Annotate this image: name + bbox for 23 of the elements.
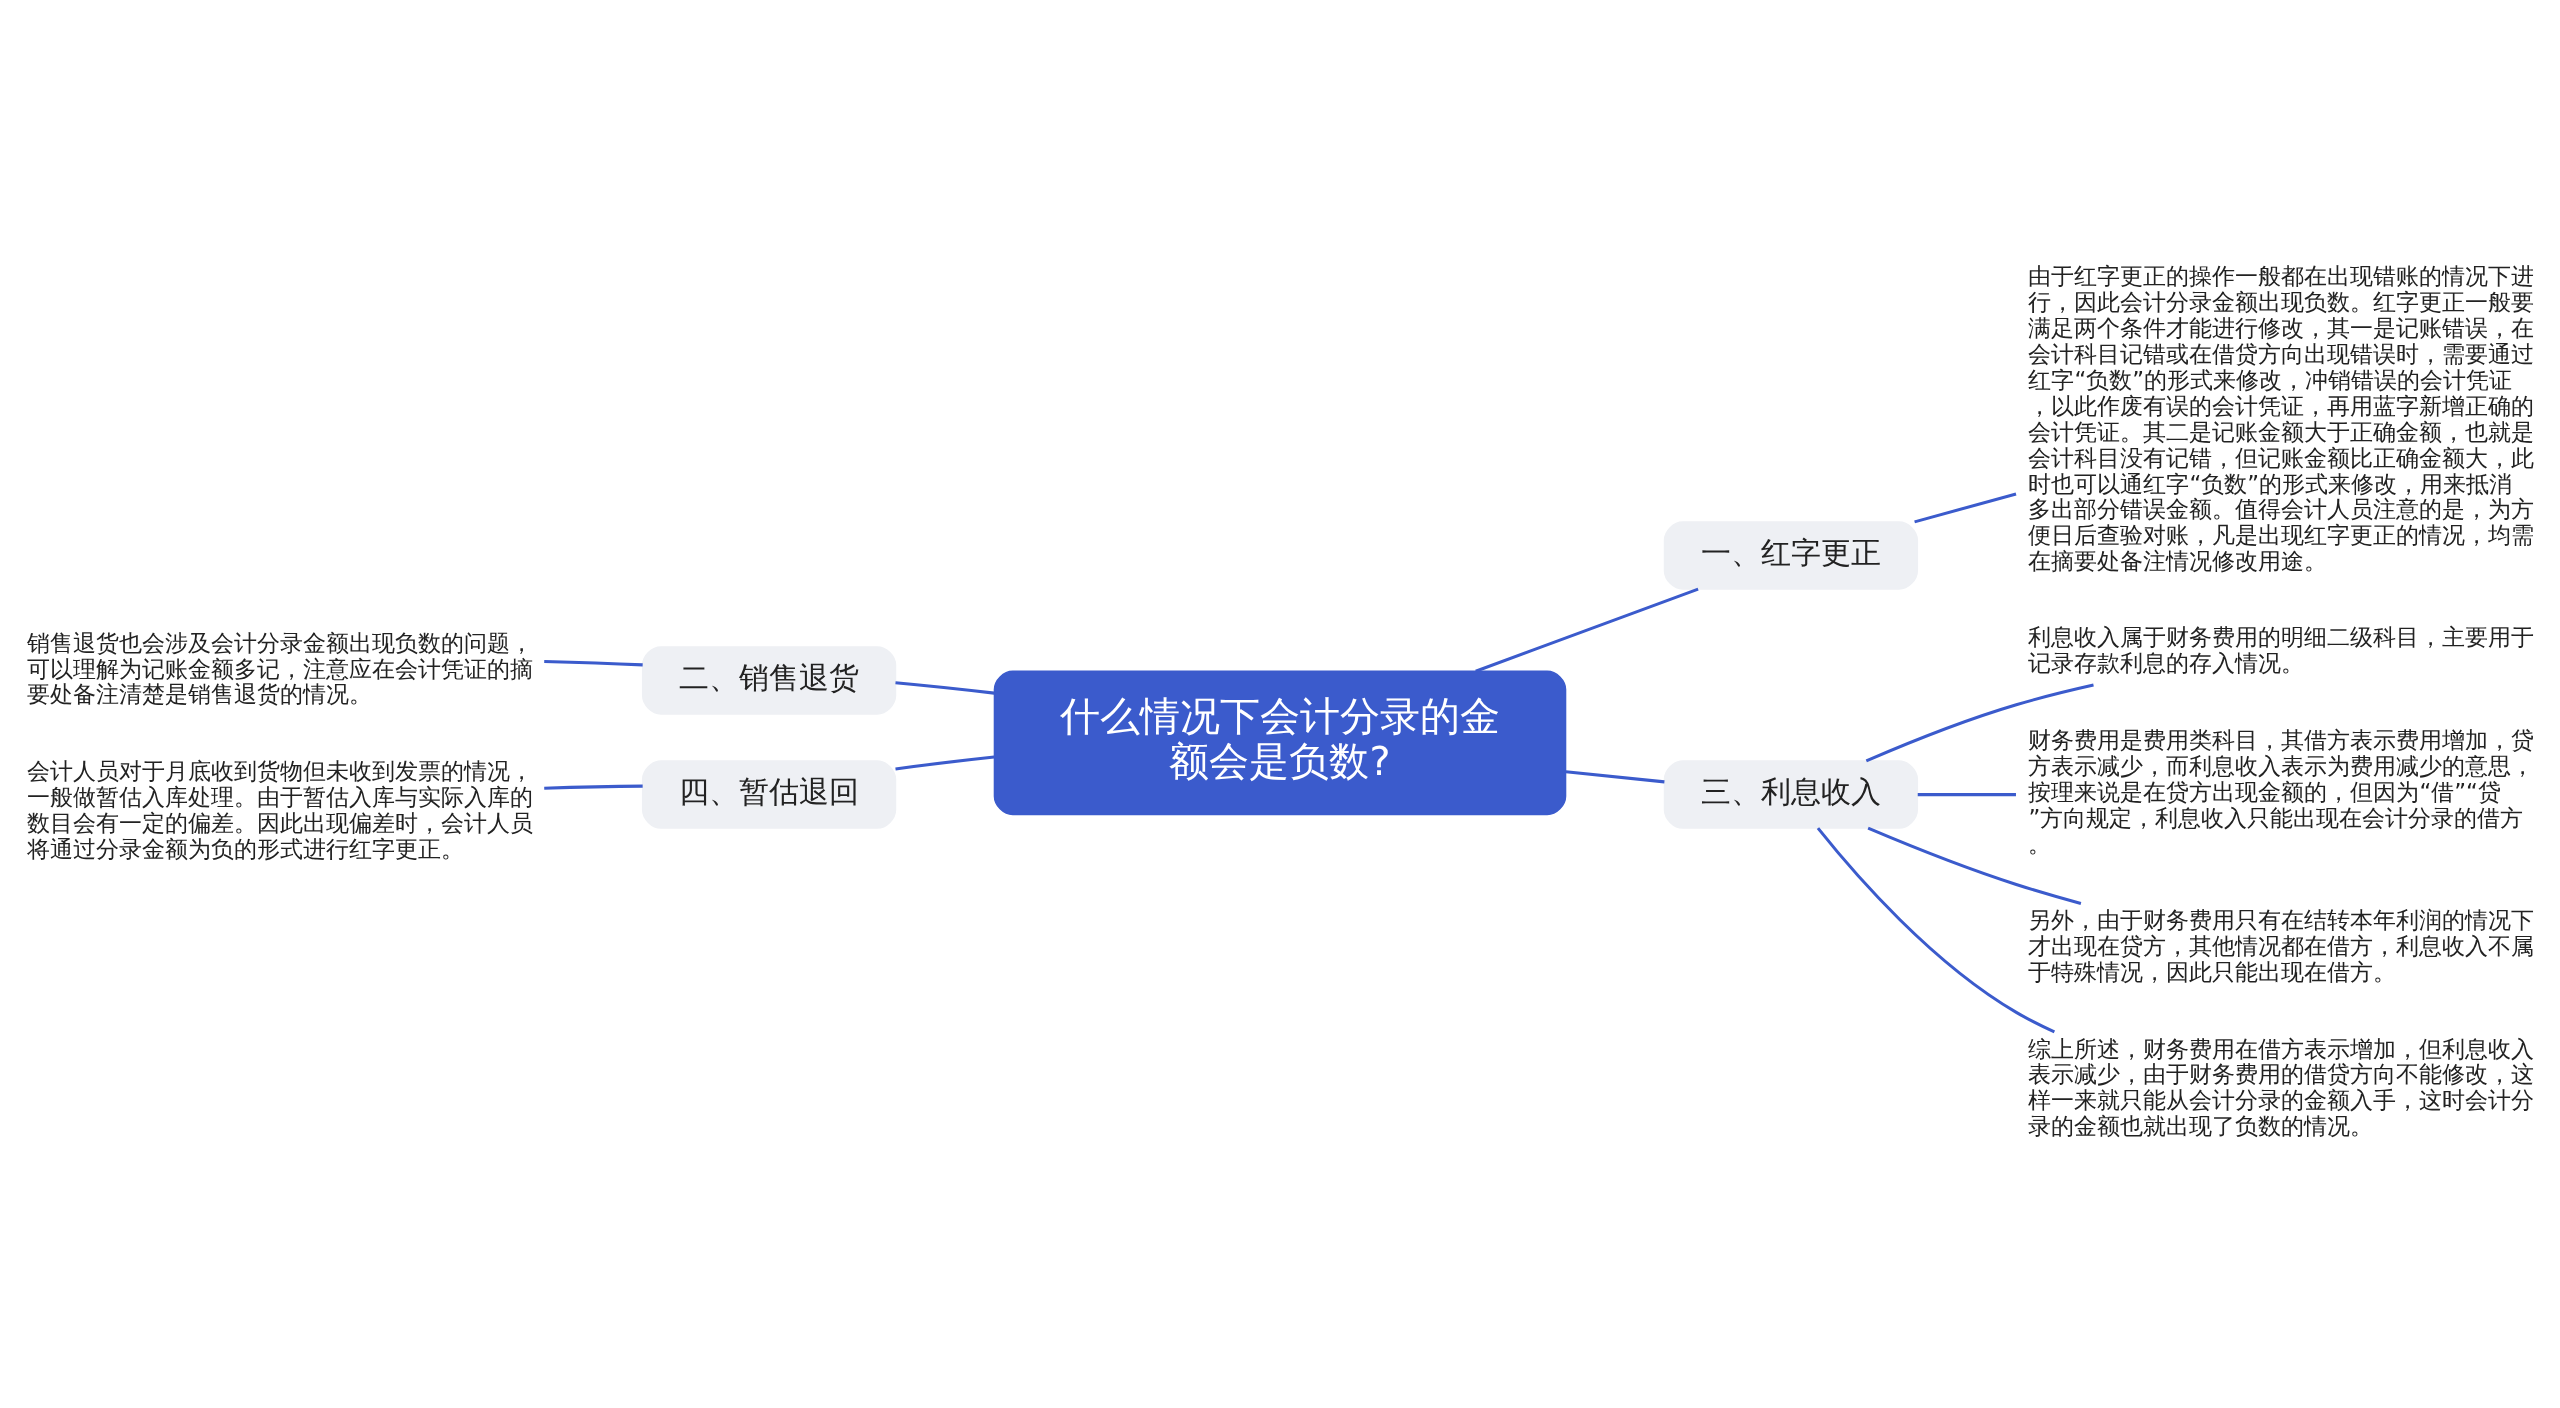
node-text: 会计人员对于月底收到货物但未收到发票的情况，一般做暂估入库处理。由于暂估入库与实际入库的数目会有一定的偏差。因此出现偏差时，会计人员将通过分录金额为负的形式进行红字更正。 <box>27 758 534 863</box>
node-box: 三、利息收入 <box>1663 760 1919 829</box>
connector <box>895 755 995 771</box>
node-text: 另外，由于财务费用只有在结转本年利润的情况下才出现在贷方，其他情况都在借方，利息收入不属于特殊情况，因此只能出现在借方。 <box>2028 906 2535 985</box>
connector <box>544 784 643 790</box>
node-text: 利息收入属于财务费用的明细二级科目，主要用于记录存款利息的存入情况。 <box>2028 624 2535 677</box>
connector <box>1865 683 2094 763</box>
connector <box>1475 587 1699 673</box>
connector <box>1867 826 2082 905</box>
node-box: 一、红字更正 <box>1663 521 1919 590</box>
connector <box>1914 492 2017 524</box>
connector <box>544 659 643 667</box>
connector <box>1816 827 2056 1034</box>
connector <box>1917 793 2016 797</box>
connector <box>895 681 995 695</box>
node-box: 二、销售退货 <box>641 646 897 715</box>
node-text: 综上所述，财务费用在借方表示增加，但利息收入表示减少，由于财务费用的借贷方向不能修改，这样一来就只能从会计分录的金额入手，这时会计分录的金额也就出现了负数的情况。 <box>2028 1035 2535 1140</box>
connector <box>1565 770 1665 784</box>
node-text: 财务费用是费用类科目，其借方表示费用增加，贷方表示减少，而利息收入表示为费用减少的意思，按理来说是在贷方出现金额的，但因为“借”“贷”方向规定，利息收入只能出现在会计分录的借方。 <box>2028 727 2535 857</box>
node-box: 什么情况下会计分录的金额会是负数? <box>993 670 1567 816</box>
node-box: 四、暂估退回 <box>641 760 897 829</box>
node-text: 销售退货也会涉及会计分录金额出现负数的问题，可以理解为记账金额多记，注意应在会计凭证的摘要处备注清楚是销售退货的情况。 <box>27 629 534 708</box>
node-text: 由于红字更正的操作一般都在出现错账的情况下进行，因此会计分录金额出现负数。红字更正一般要满足两个条件才能进行修改，其一是记账错误，在会计科目记错或在借贷方向出现错误时，需要通过红字“负数”的形式来修改，冲销错误的会计凭证，以此作废有误的会计凭证，再用蓝字新增正确的会计凭证。其二是记账金额大于正确金额，也就是会计科目没有记错，但记账金额比正确金额大，此时也可以通红字“负数”的形式来修改，用来抵消多出部分错误金额。值得会计人员注意的是，为方便日后查验对账，凡是出现红字更正的情况，均需在摘要处备注情况修改用途。 <box>2028 263 2535 575</box>
